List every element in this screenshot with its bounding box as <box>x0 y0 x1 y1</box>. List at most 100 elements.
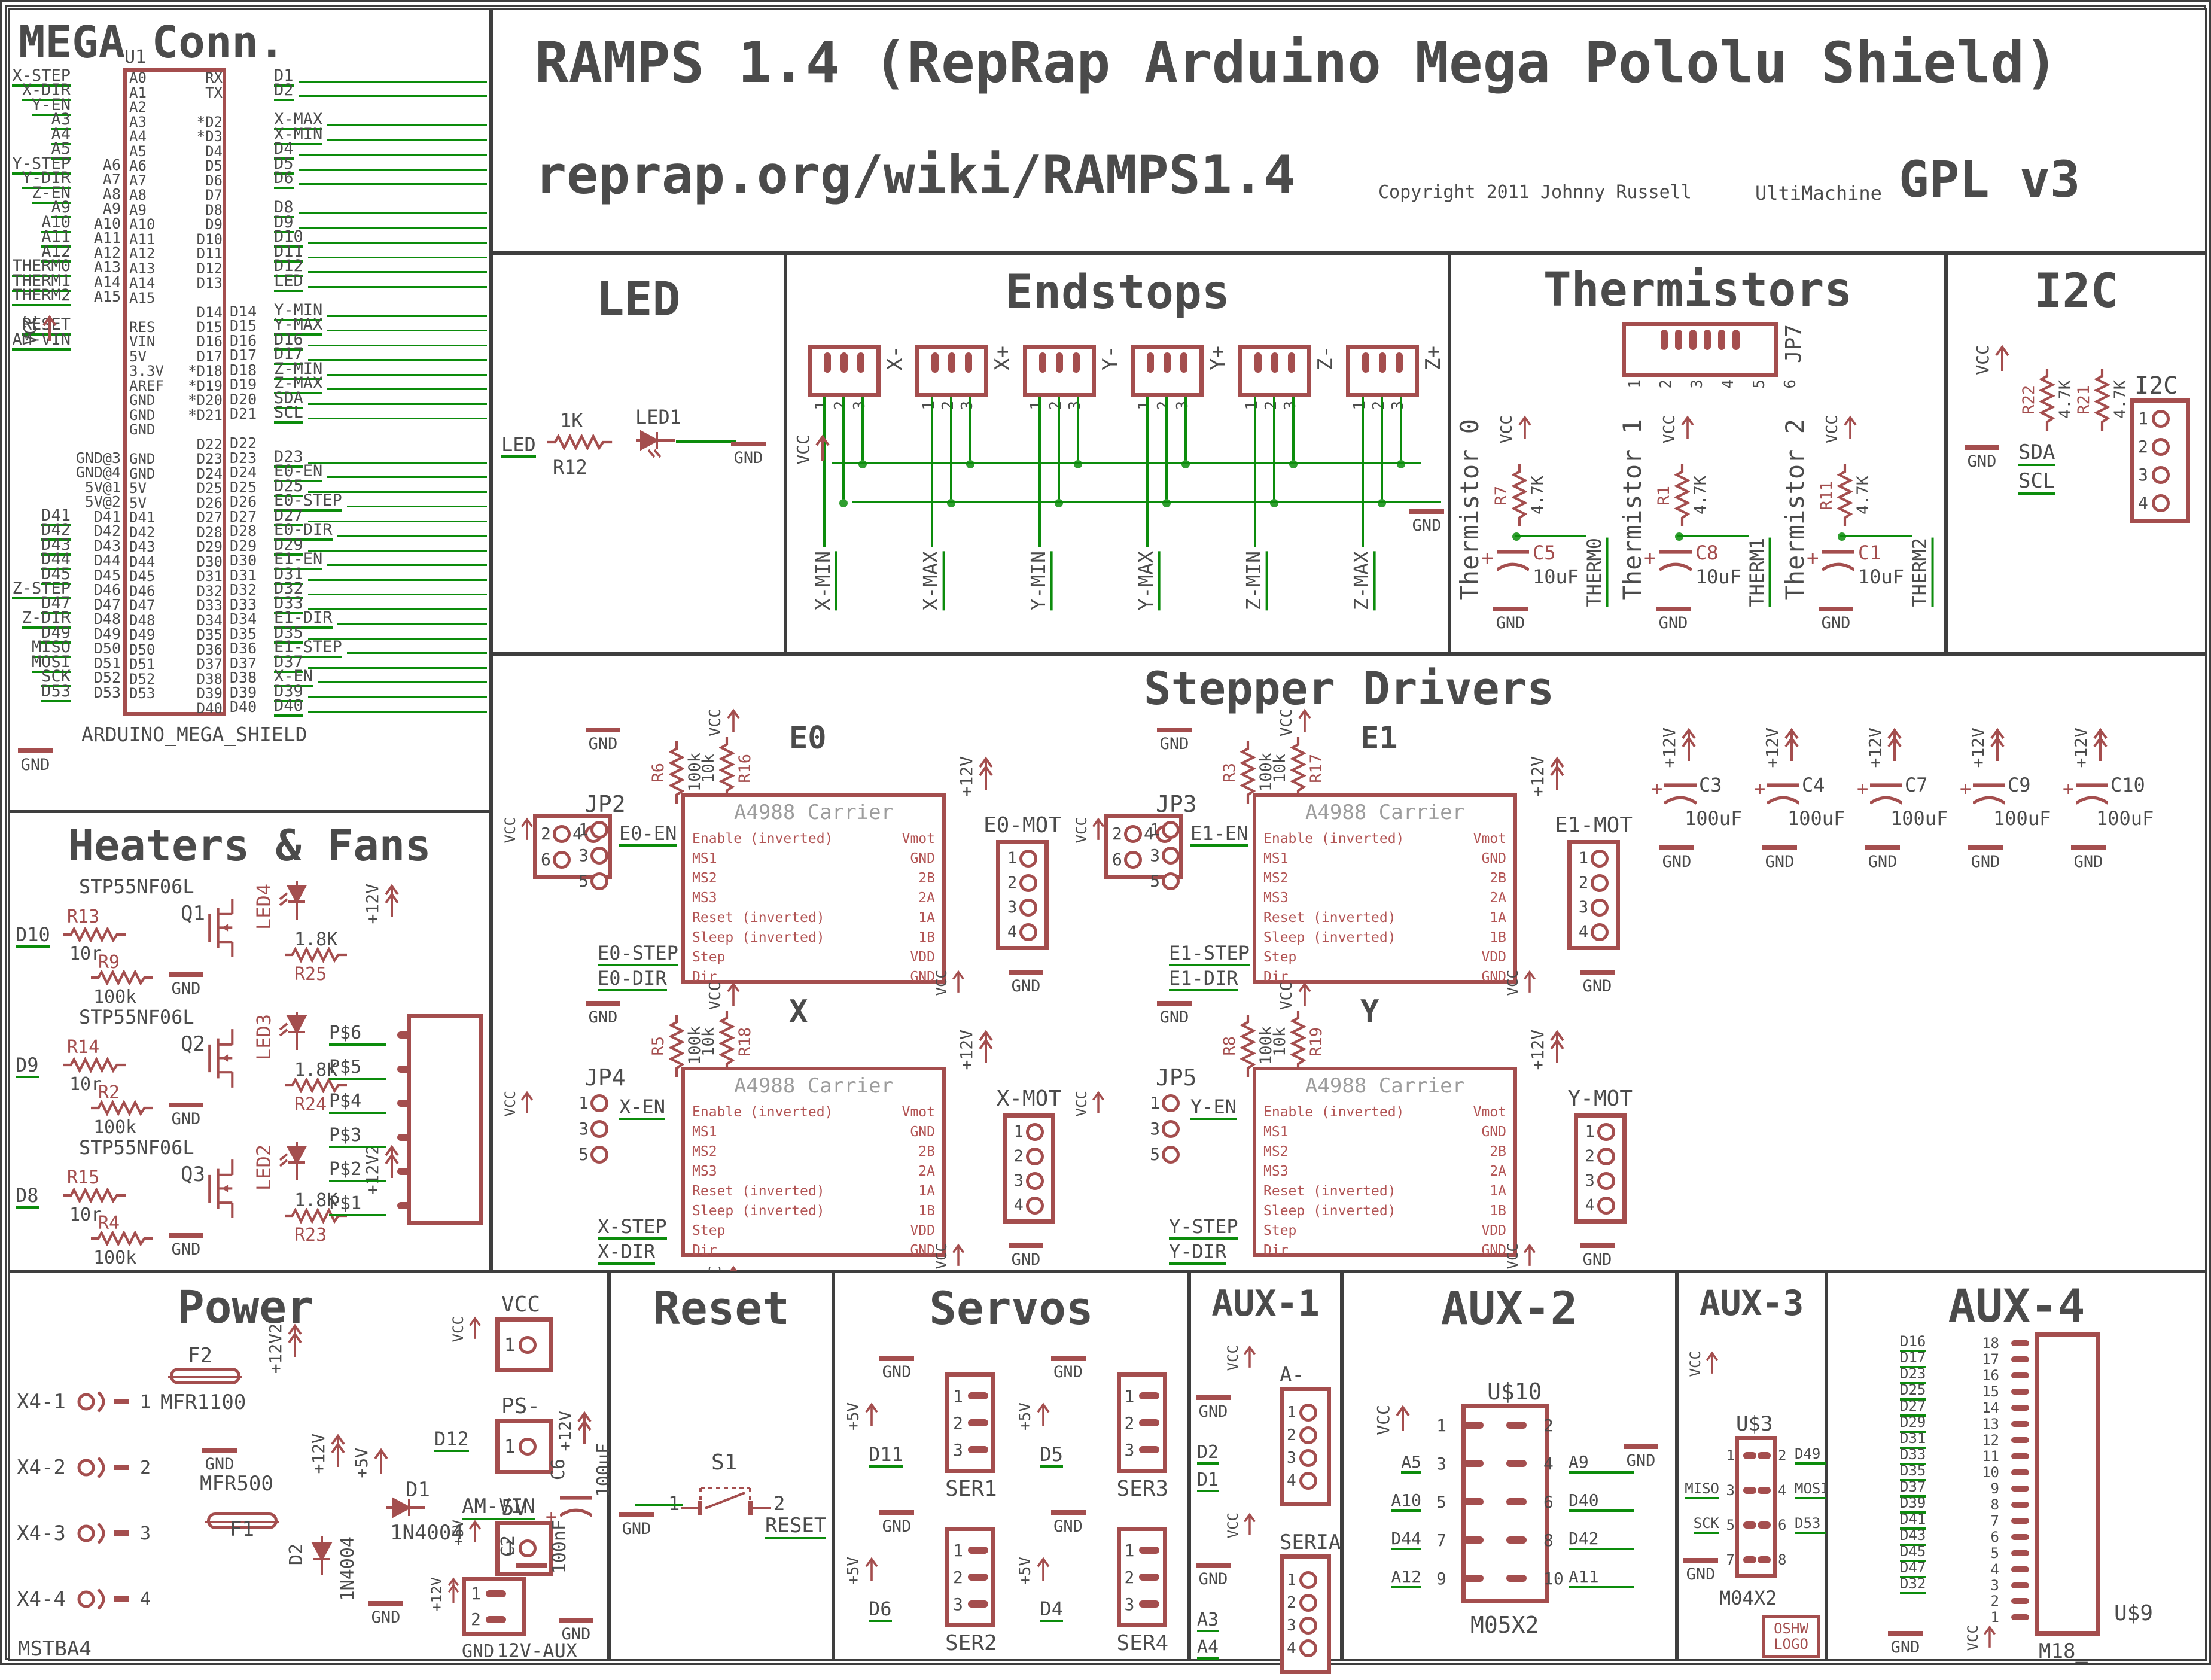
signal-label: D27 <box>274 507 303 526</box>
signal-label: AM-VIN <box>12 331 71 351</box>
pulldown-resistor: R5 100k <box>649 1015 704 1077</box>
led-name: LED3 <box>252 1014 275 1061</box>
wire <box>346 506 487 508</box>
signal-label: D45 <box>1900 1544 1926 1562</box>
license-text: GPL v3 <box>1899 150 2081 209</box>
pin-number: 2 <box>773 1492 785 1515</box>
mega-pin-row: X-DIR <box>12 81 121 102</box>
pin-number: A11 <box>93 229 121 247</box>
mega-right-labels: D1 D2 X-MAX X-MIN D4 D5 <box>230 67 487 717</box>
signal-label: D33 <box>1900 1447 1926 1465</box>
endstop-columns: X- 1 2 3 X-MIN X+ 1 2 3 X-MAX <box>808 345 1446 656</box>
rail-label: +5V <box>450 1520 467 1546</box>
pin-bar <box>967 1547 988 1554</box>
chip-pin-label: D50 <box>129 641 156 658</box>
v12-rail: +12V <box>957 1030 994 1070</box>
capacitor-value: 10uF <box>1533 565 1579 588</box>
pin-number: 4 <box>1719 379 1737 389</box>
gnd-bar <box>1157 1001 1192 1006</box>
v12-label: +12V <box>1659 728 1679 768</box>
vcc-arrow-icon <box>1995 345 2009 371</box>
pin-number: 1 <box>2138 409 2148 428</box>
gnd-bar <box>1409 509 1444 514</box>
signal-label: X-EN <box>274 668 313 688</box>
capacitor-symbol <box>559 1496 593 1517</box>
pin-number: 18 <box>1982 1334 1999 1352</box>
chip-pin-label: A3 <box>129 113 147 130</box>
signal-label: THERM1 <box>12 272 71 292</box>
chip-pin-label: D51 <box>129 656 156 672</box>
jumper-pin: 3 <box>578 1119 608 1139</box>
step-signal-label: X-STEP <box>598 1216 667 1240</box>
chip-pin-label: D35 <box>196 626 223 643</box>
v12-label: +12V <box>1762 728 1782 768</box>
pin-number: 5 <box>1750 379 1768 389</box>
connector-pin-row: D33 11 <box>1900 1447 2034 1465</box>
resistor-symbol <box>669 1015 684 1077</box>
wire <box>969 397 972 464</box>
signal-label: D47 <box>41 595 71 614</box>
connector-box: 1 <box>495 1317 553 1372</box>
pin-number: 3 <box>1688 379 1706 389</box>
pin-number: D51 <box>93 654 121 672</box>
chip-pin-label: GND <box>129 406 156 424</box>
chip-pin-label: 3.3V <box>129 363 164 379</box>
pin-bar <box>2011 1420 2029 1427</box>
mega-pin-row: D16 D16 <box>230 331 487 351</box>
capacitor-value: 100nF <box>549 1520 570 1574</box>
pin-number: 2 <box>1778 1447 1787 1464</box>
carrier-pin-label: Reset (inverted) <box>1263 910 1396 926</box>
pin-number: D31 <box>230 566 257 584</box>
wire <box>307 491 487 493</box>
wire <box>298 95 487 98</box>
mega-pin-row: D24 E0-EN <box>230 462 487 483</box>
connector-pin-row: 4 <box>1579 923 1609 941</box>
diode-symbol <box>311 1536 333 1575</box>
connector-pin-row: D25 15 <box>1900 1382 2034 1401</box>
signal-label: MOSI <box>1795 1481 1840 1499</box>
resistor-name: R6 <box>649 762 668 783</box>
mega-pin-row: D17 D17 <box>230 345 487 366</box>
v5-rail: +5V <box>845 1557 879 1585</box>
gnd-symbol: GND <box>1656 607 1691 632</box>
stepper-driver-block: E0 GND R6 100k VCC 10k R16 VCC JP2 <box>502 708 1061 996</box>
connector-box <box>1735 1436 1777 1578</box>
bulk-capacitor-bank: +12V + C3 100uF GND +12V + C4 <box>1651 728 2174 871</box>
gnd-label: GND <box>462 1641 495 1662</box>
pin-number: D45 <box>93 566 121 584</box>
vcc-rail: VCC <box>1498 415 1533 443</box>
chip-pin-label <box>129 436 164 451</box>
led-symbol <box>279 1012 307 1050</box>
mega-pin-row <box>230 99 487 114</box>
gnd-symbol: GND <box>18 748 53 774</box>
gnd-bar <box>1656 607 1691 611</box>
pulldown-resistor-value: 100k <box>93 1247 137 1268</box>
pin-number: 9 <box>1436 1568 1446 1588</box>
fuse-symbol <box>205 1512 279 1529</box>
x4-input-row: X4-3 3 <box>17 1501 151 1566</box>
i2c-panel: I2C VCC R22 4.7K R21 4.7K I2C 1 2 3 4 SD… <box>1946 253 2207 654</box>
connector-pin-row: D17 17 <box>1900 1350 2034 1368</box>
carrier-pin-label: GND <box>1481 1124 1506 1140</box>
v12-rail: +12V <box>1968 728 2006 768</box>
carrier-pin-label: GND <box>1481 1243 1506 1258</box>
gnd-label: GND <box>588 1008 618 1027</box>
chip-pin-label: AREF <box>129 377 164 394</box>
vcc-rail: VCC <box>1073 1091 1106 1116</box>
connector-part-name: M18_ <box>2039 1639 2088 1663</box>
mega-pin-row: A12 A12 <box>12 243 121 263</box>
pin-circle <box>1299 1472 1317 1490</box>
signal-label: D29 <box>274 536 303 556</box>
vcc-arrow-icon <box>469 1520 481 1542</box>
connector-pin-row: 2 <box>471 1609 522 1629</box>
copyright-text: Copyright 2011 Johnny Russell <box>1378 182 1692 203</box>
pin-number: 3 <box>140 1523 151 1544</box>
chip-pin-label: VIN <box>129 333 156 350</box>
vcc-label: VCC <box>1278 982 1296 1010</box>
driver-name: E1 <box>1360 720 1398 756</box>
capacitor-value: 100uF <box>1685 807 1743 830</box>
chip-pin-label: A13 <box>129 260 156 277</box>
gnd-label: GND <box>1053 1517 1083 1536</box>
